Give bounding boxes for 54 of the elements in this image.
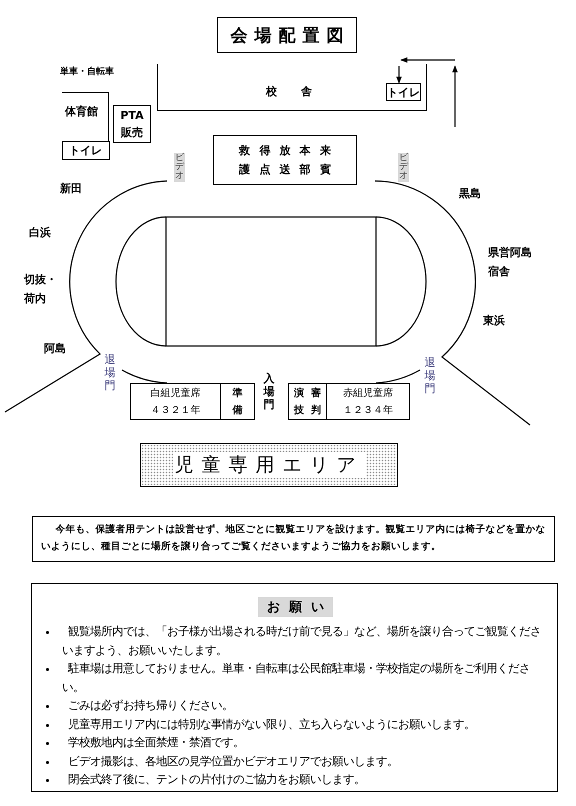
list-item: 学校敷地内は全面禁煙・禁酒です。 — [67, 735, 245, 751]
district-label: 白浜 — [29, 225, 51, 241]
district-label: 東浜 — [483, 313, 505, 329]
list-item: 観覧場所内では、「お子様が出場される時だけ前で見る」など、場所を譲り合ってご観覧くださいますよう、お願いいたします。 — [62, 624, 542, 658]
column-label: 放送 — [278, 143, 292, 178]
building-label: 校舎 — [266, 84, 336, 99]
list-item: ビデオ撮影は、各地区の見学位置かビデオエリアでお願いします。 — [67, 754, 399, 770]
preparation-box — [220, 383, 255, 420]
exit-gate-label: 退場門 — [104, 353, 116, 392]
column-label: 救護 — [238, 143, 252, 178]
column-label: 来賓 — [318, 143, 332, 178]
toilet-box — [62, 141, 110, 160]
column-label: 審判 — [310, 386, 322, 418]
arrow — [396, 66, 402, 84]
box-label: トイレ — [69, 144, 102, 157]
children-area-box — [140, 443, 398, 487]
list-item: 駐車場は用意しておりません。単車・自転車は公民館駐車場・学校指定の場所をご利用ください。 — [62, 661, 531, 696]
box-label: １２３４年 — [343, 404, 393, 418]
title: 会場配置図 — [217, 17, 357, 53]
district-label: 黒島 — [459, 186, 481, 202]
district-label: 阿島 — [44, 341, 66, 357]
parking-label: 単車・自転車 — [60, 65, 114, 79]
seating-box — [326, 383, 410, 420]
box-label: 準備 — [232, 386, 244, 418]
list-item: 児童専用エリア内には特別な事情がない限り、立ち入らないようにお願いします。 — [67, 716, 476, 732]
notice-text: 今年も、保護者用テントは設営せず、地区ごとに観覧エリアを設けます。観覧エリア内には椅子などを置かないようにし、種目ごとに場所を譲り合ってご覧くださいますようご協力をお願いします。 — [41, 523, 546, 554]
column-label: 演技 — [293, 386, 305, 418]
notice-box — [32, 516, 555, 562]
list-item: ごみは必ずお持ち帰りください。 — [67, 698, 234, 714]
district-label: 新田 — [60, 181, 82, 197]
box-label: ４３２１年 — [150, 404, 200, 418]
box-label: 体育館 — [65, 104, 98, 119]
headquarters-box — [213, 135, 357, 185]
video-area-label: ビデオ — [398, 153, 409, 182]
building-outline — [157, 64, 427, 111]
area-label: 児童専用エリア — [172, 452, 366, 478]
column-label: 得点 — [258, 143, 272, 178]
box-label: 白組児童席 — [150, 386, 200, 400]
seating-box — [130, 383, 221, 420]
box-label: PTA 販売 — [119, 108, 145, 141]
entrance-gate-label: 入場門 — [263, 372, 275, 411]
booth-box — [113, 105, 151, 143]
heading: お願い — [258, 597, 333, 617]
district-label: 切抜・荷内 — [24, 272, 58, 307]
column-label: 本部 — [298, 143, 312, 178]
box-label: 赤組児童席 — [343, 386, 393, 400]
judges-box — [288, 383, 327, 420]
list-item: 閉会式終了後に、テントの片付けのご協力をお願いします。 — [67, 772, 366, 788]
box-label: トイレ — [387, 86, 420, 98]
district-label: 県営阿島宿舎 — [488, 245, 533, 280]
video-area-label: ビデオ — [174, 153, 185, 182]
request-box — [31, 583, 558, 792]
exit-gate-label: 退場門 — [424, 356, 436, 395]
gym-outline — [62, 92, 109, 159]
